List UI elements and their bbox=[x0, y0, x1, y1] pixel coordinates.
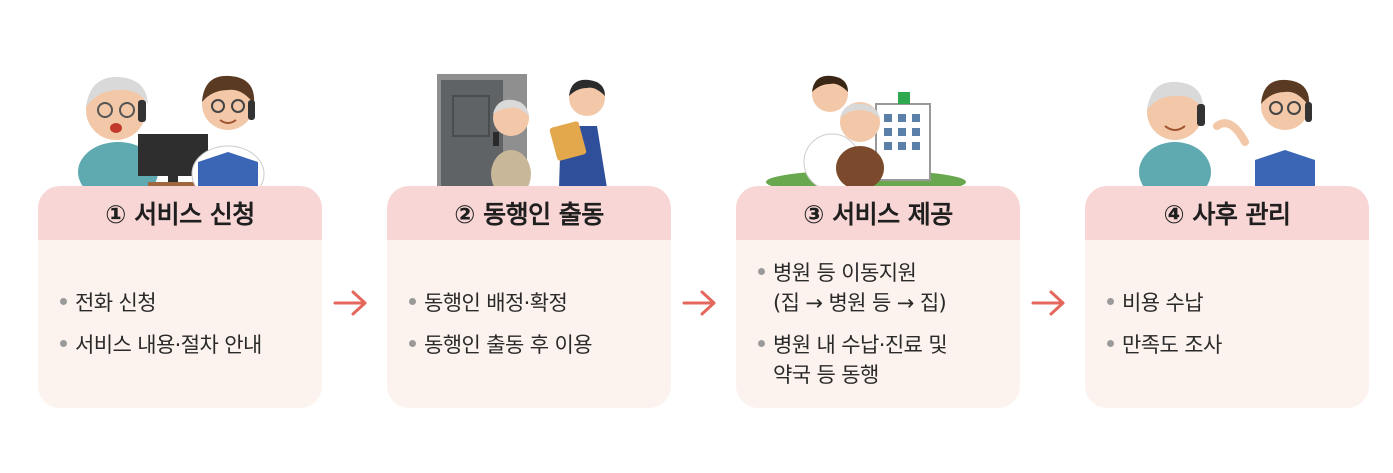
list-item: 병원 등 이동지원 (집 → 병원 등 → 집) bbox=[758, 258, 1000, 318]
item-text: 약국 등 동행 bbox=[773, 363, 879, 387]
step-header: ① 서비스 신청 bbox=[38, 186, 322, 240]
item-text: (집 → 병원 등 → 집) bbox=[773, 291, 947, 315]
step-card: ① 서비스 신청 전화 신청 서비스 내용·절차 안내 bbox=[38, 186, 322, 408]
bullet-icon bbox=[409, 298, 416, 305]
list-item: 비용 수납 bbox=[1107, 288, 1349, 318]
step-title: ④ 사후 관리 bbox=[1163, 200, 1291, 229]
phone-call-illustration bbox=[78, 75, 265, 188]
step-2: ② 동행인 출동 동행인 배정·확정 동행인 출동 후 이용 bbox=[387, 0, 671, 473]
item-text: 병원 내 수납·진료 및 bbox=[773, 333, 948, 357]
step-title: ① 서비스 신청 bbox=[105, 200, 255, 229]
item-text: 서비스 내용·절차 안내 bbox=[75, 333, 262, 357]
step-header: ④ 사후 관리 bbox=[1085, 186, 1369, 240]
list-item: 동행인 출동 후 이용 bbox=[409, 330, 651, 360]
right-arrow-icon bbox=[1031, 290, 1065, 316]
list-item: 동행인 배정·확정 bbox=[409, 288, 651, 318]
step-4: ④ 사후 관리 비용 수납 만족도 조사 bbox=[1085, 0, 1369, 473]
list-item: 서비스 내용·절차 안내 bbox=[60, 330, 302, 360]
step-1: ① 서비스 신청 전화 신청 서비스 내용·절차 안내 bbox=[38, 0, 322, 473]
step-items: 병원 등 이동지원 (집 → 병원 등 → 집) 병원 내 수납·진료 및 약국… bbox=[736, 240, 1020, 408]
list-item: 전화 신청 bbox=[60, 288, 302, 318]
step-card: ④ 사후 관리 비용 수납 만족도 조사 bbox=[1085, 186, 1369, 408]
step-items: 비용 수납 만족도 조사 bbox=[1085, 240, 1369, 408]
door-visit-illustration bbox=[437, 74, 607, 188]
item-text: 만족도 조사 bbox=[1122, 333, 1222, 357]
bullet-icon bbox=[60, 298, 67, 305]
follow-up-call-illustration bbox=[1139, 79, 1315, 188]
hospital-escort-illustration bbox=[766, 75, 966, 188]
bullet-icon bbox=[758, 268, 765, 275]
list-item: 병원 내 수납·진료 및 약국 등 동행 bbox=[758, 330, 1000, 390]
step-header: ③ 서비스 제공 bbox=[736, 186, 1020, 240]
item-lines: 병원 내 수납·진료 및 약국 등 동행 bbox=[773, 330, 948, 390]
step-title: ② 동행인 출동 bbox=[454, 200, 604, 229]
bullet-icon bbox=[409, 340, 416, 347]
step-title: ③ 서비스 제공 bbox=[803, 200, 953, 229]
item-text: 비용 수납 bbox=[1122, 291, 1204, 315]
item-text: 동행인 배정·확정 bbox=[424, 291, 568, 315]
item-text: 동행인 출동 후 이용 bbox=[424, 333, 593, 357]
bullet-icon bbox=[60, 340, 67, 347]
item-lines: 병원 등 이동지원 (집 → 병원 등 → 집) bbox=[773, 258, 947, 318]
bullet-icon bbox=[1107, 340, 1114, 347]
step-3: ③ 서비스 제공 병원 등 이동지원 (집 → 병원 등 → 집) 병원 내 수… bbox=[736, 0, 1020, 473]
step-header: ② 동행인 출동 bbox=[387, 186, 671, 240]
step-items: 전화 신청 서비스 내용·절차 안내 bbox=[38, 240, 322, 408]
item-text: 전화 신청 bbox=[75, 291, 157, 315]
step-card: ② 동행인 출동 동행인 배정·확정 동행인 출동 후 이용 bbox=[387, 186, 671, 408]
step-card: ③ 서비스 제공 병원 등 이동지원 (집 → 병원 등 → 집) 병원 내 수… bbox=[736, 186, 1020, 408]
list-item: 만족도 조사 bbox=[1107, 330, 1349, 360]
right-arrow-icon bbox=[682, 290, 716, 316]
item-text: 병원 등 이동지원 bbox=[773, 261, 917, 285]
bullet-icon bbox=[1107, 298, 1114, 305]
right-arrow-icon bbox=[333, 290, 367, 316]
bullet-icon bbox=[758, 340, 765, 347]
step-items: 동행인 배정·확정 동행인 출동 후 이용 bbox=[387, 240, 671, 408]
